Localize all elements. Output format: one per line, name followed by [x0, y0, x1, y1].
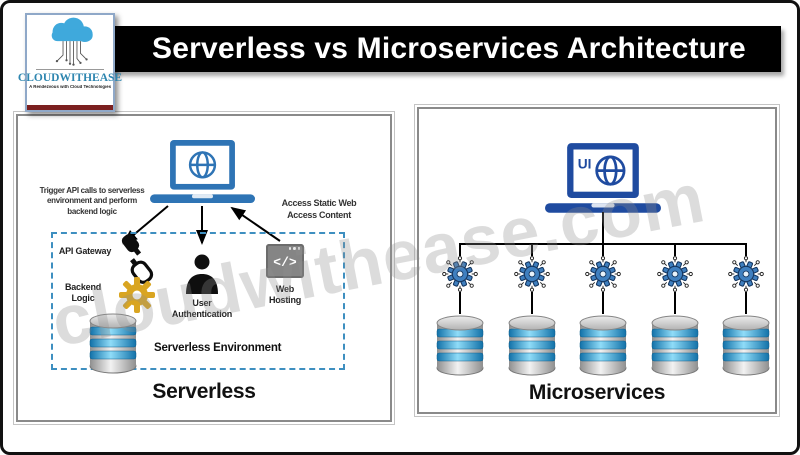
services-row: [432, 243, 774, 376]
api-gateway-label: API Gateway: [58, 246, 112, 256]
connector-line: [459, 292, 461, 314]
brand-logo: CLOUDWITHEASE A Rendezvous with Cloud Te…: [18, 13, 122, 112]
connector-line: [745, 292, 747, 314]
ui-text: UI: [578, 156, 592, 171]
connector-line: [530, 292, 533, 314]
backend-gear-icon: [119, 277, 155, 313]
brand-tagline: A Rendezvous with Cloud Technologies: [29, 85, 112, 90]
microservice-node: [504, 243, 560, 376]
microservice-node: [647, 243, 703, 376]
microservice-gear-icon: [442, 256, 478, 292]
connector-line: [530, 243, 533, 256]
microservice-gear-icon: [656, 256, 693, 292]
connector-line: [745, 243, 747, 256]
browser-laptop-icon: [150, 140, 255, 204]
connector-line: [602, 243, 604, 256]
connector-line: [459, 243, 461, 256]
brand-name: CLOUDWITHEASE: [17, 72, 123, 84]
microservice-node: [575, 243, 631, 376]
code-glyph: </>: [273, 255, 297, 270]
user-icon: [186, 254, 218, 294]
user-auth-label: User Authentication: [171, 298, 233, 319]
title-banner: Serverless vs Microservices Architecture: [29, 26, 781, 72]
laptop-bus-connector: [602, 212, 604, 243]
microservice-gear-icon: [585, 256, 621, 292]
database-icon: [89, 313, 137, 374]
trigger-api-note: Trigger API calls to serverless environm…: [39, 186, 145, 216]
logo-divider: [35, 69, 105, 70]
backend-logic-label: Backend Logic: [64, 282, 102, 303]
page-title: Serverless vs Microservices Architecture: [152, 32, 746, 65]
microservice-node: [432, 243, 488, 376]
access-static-note: Access Static Web Access Content: [281, 198, 357, 220]
database-icon: [579, 315, 627, 376]
database-icon: [722, 315, 770, 376]
connector-line: [673, 292, 676, 314]
ui-laptop-icon: UI: [545, 143, 661, 213]
database-icon: [651, 315, 698, 376]
connector-line: [602, 292, 604, 314]
serverless-caption: Serverless: [152, 380, 256, 403]
connector-line: [673, 243, 676, 256]
web-hosting-label: Web Hosting: [268, 284, 302, 305]
cloud-circuit-icon: [51, 17, 93, 66]
microservice-node: [718, 243, 774, 376]
web-hosting-icon: </>: [266, 244, 304, 278]
microservice-gear-icon: [728, 256, 764, 292]
bus-line: [460, 243, 746, 245]
database-icon: [436, 315, 484, 376]
environment-label: Serverless Environment: [154, 342, 282, 354]
serverless-panel: Trigger API calls to serverless environm…: [13, 111, 395, 425]
microservices-caption: Microservices: [528, 381, 666, 404]
serverless-environment-box: [51, 232, 345, 370]
database-icon: [508, 315, 555, 376]
microservices-panel: UI: [414, 104, 780, 417]
window-dots: [288, 247, 300, 250]
brand-accent-bar: [27, 105, 113, 110]
microservice-gear-icon: [513, 256, 550, 292]
